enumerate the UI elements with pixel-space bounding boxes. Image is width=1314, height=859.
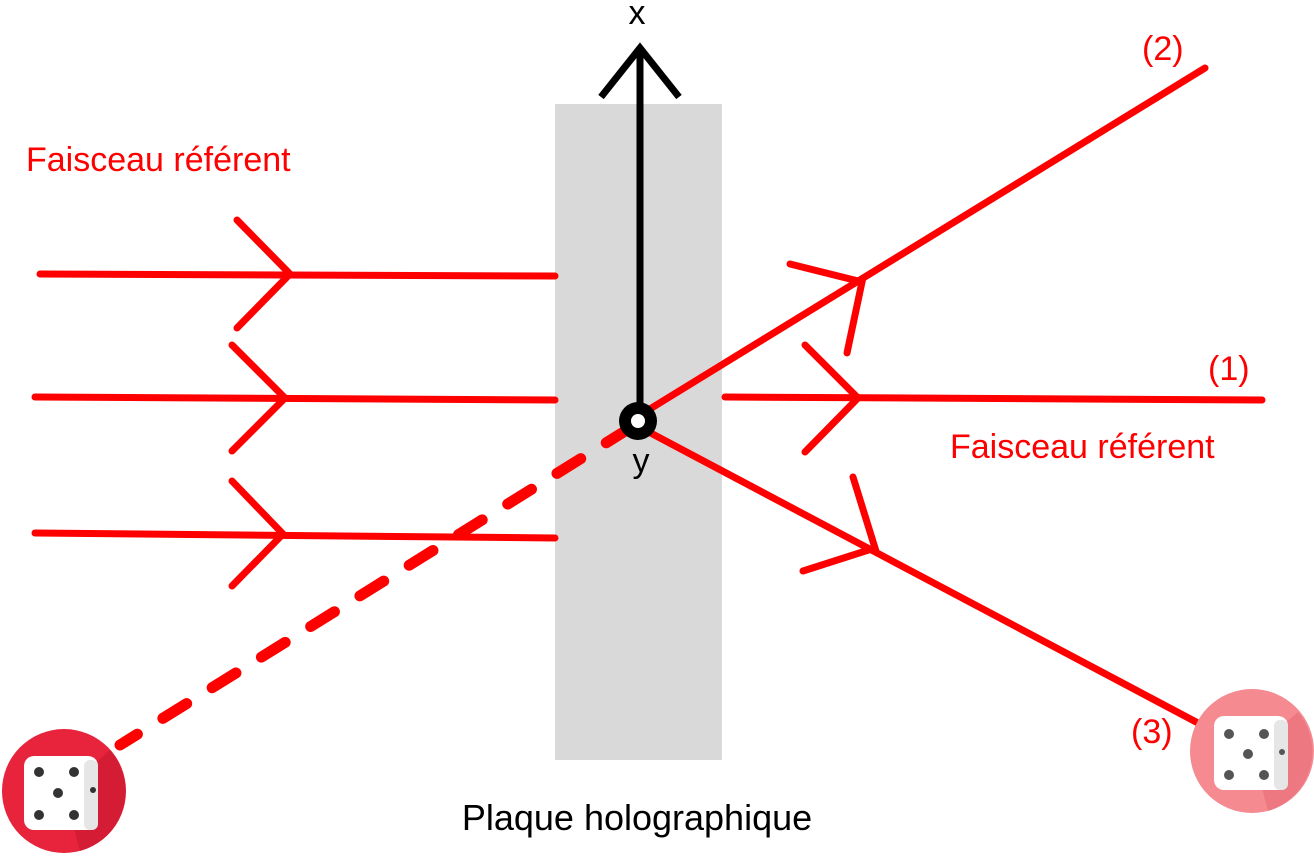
object-wave-dashed [114, 422, 636, 751]
beam-2 [641, 64, 1209, 416]
dice-icon [2, 729, 126, 853]
beam-3 [641, 426, 1219, 736]
arrow-head-beam-1 [801, 341, 863, 456]
arrow-head-incoming-middle [228, 341, 290, 455]
x-axis-arrow-head [598, 42, 682, 100]
arrow-head-incoming-bottom [228, 477, 288, 590]
plate-label: Plaque holographique [462, 797, 812, 838]
beam-3-label: (3) [1131, 713, 1173, 751]
x-axis [598, 42, 682, 412]
reference-beam-label-right: Faisceau référent [950, 428, 1215, 466]
arrow-head-beam-2 [786, 260, 867, 357]
incoming-beam-bottom [31, 529, 559, 542]
incoming-reference-beams [31, 216, 559, 590]
y-axis-label: y [633, 442, 650, 480]
incoming-beam-middle [31, 393, 559, 404]
arrow-head-beam-3 [799, 473, 880, 575]
x-axis-label: x [629, 0, 646, 32]
arrow-head-incoming-top [233, 216, 295, 332]
outgoing-beams [641, 64, 1266, 736]
y-axis-origin [619, 402, 657, 440]
incoming-beam-top [36, 270, 559, 280]
beam-1-label: (1) [1208, 350, 1250, 388]
reference-beam-label-left: Faisceau référent [26, 141, 291, 179]
dice-icon [1190, 689, 1314, 813]
beam-1 [721, 393, 1266, 404]
beam-2-label: (2) [1142, 30, 1184, 68]
